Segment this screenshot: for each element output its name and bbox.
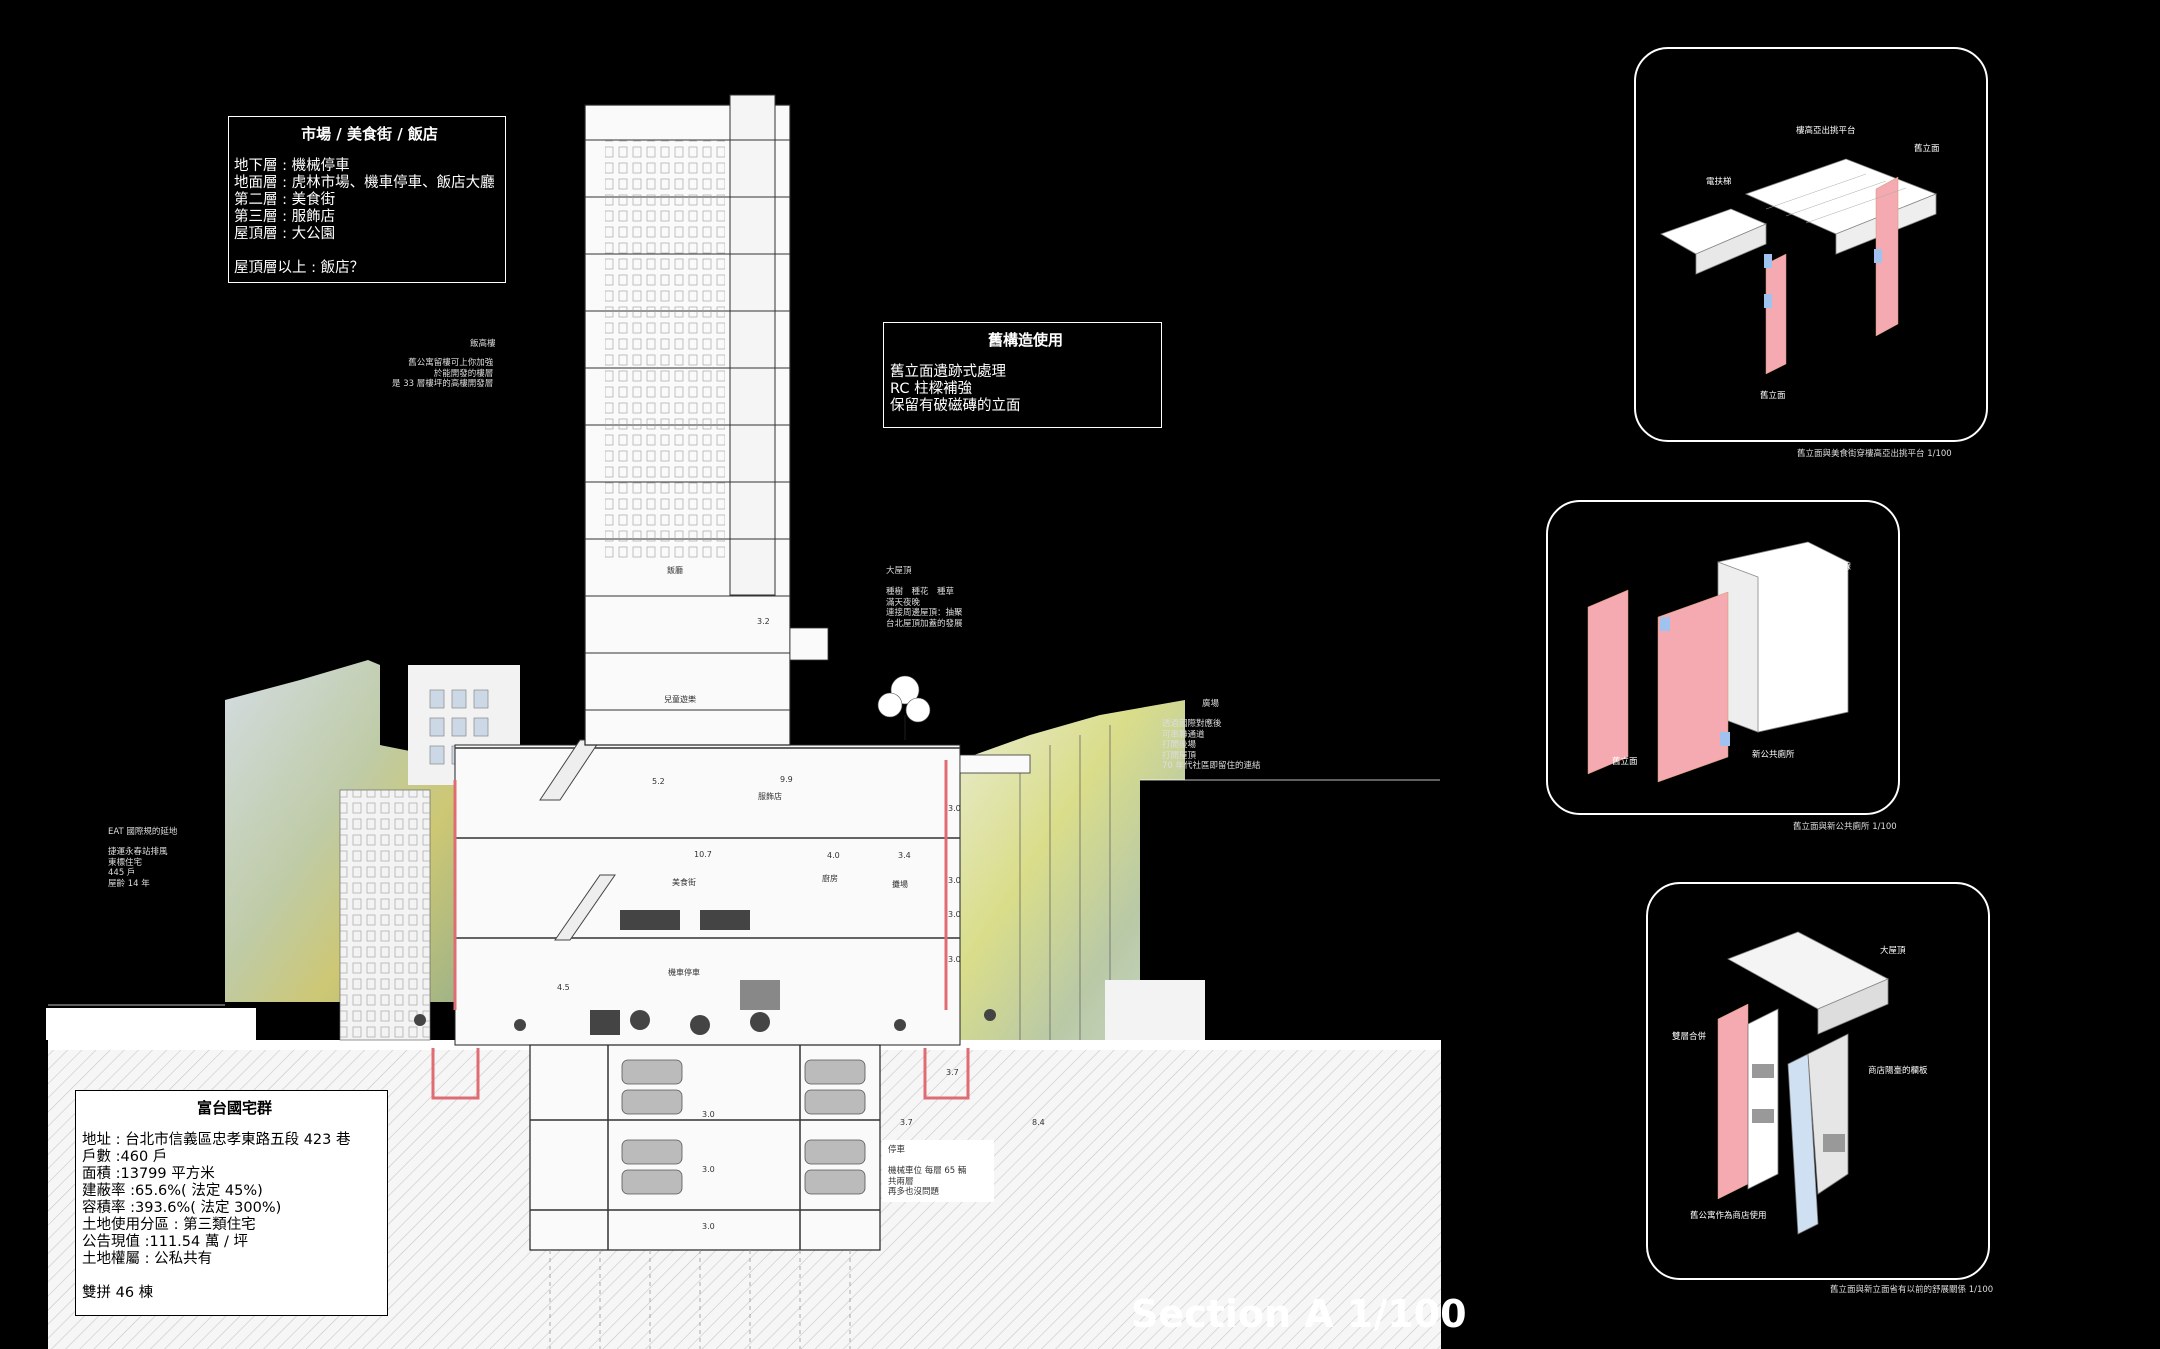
market-box-line: 屋頂層 : 大公園 [234,226,336,242]
label-hotel: 飯廳 [667,566,683,575]
site-box-line: 面積 :13799 平方米 [82,1166,215,1182]
axon-bot-label-3: 商店陽臺的欄板 [1868,1066,1928,1076]
label-food-court: 美食街 [672,878,696,887]
axon-top-caption: 舊立面與美食街穿樓高亞出挑平台 1/100 [1797,449,1952,459]
axon-mid-label-1: 商場垂直動線 [1800,562,1852,572]
dimension-label: 3.0 [948,955,961,964]
dimension-label: 3.0 [948,910,961,919]
note-roof-title: 大屋頂 [886,566,912,576]
axon-detail-top: 樓高亞出挑平台 電扶梯 舊立面 舊立面 [1634,47,1988,442]
axon-bot-label-2: 雙層合併 [1672,1032,1707,1042]
market-info-box: 市場 / 美食街 / 飯店 地下層 : 機械停車地面層 : 虎林市場、機車停車、… [228,116,506,283]
market-box-line: 第三層 : 服飾店 [234,209,336,225]
axon-detail-mid: 商場垂直動線 舊立面 新公共廁所 [1546,500,1900,815]
dimension-label: 5.2 [652,777,665,786]
axon-bot-caption: 舊立面與新立面省有以前的舒展關係 1/100 [1830,1285,1994,1295]
note-left-text: 捷運永春站排風 東標住宅 445 戶 屋齡 14 年 [108,847,168,889]
site-box-line: 土地權屬 : 公私共有 [82,1251,213,1267]
axon-top-label-3: 舊立面 [1914,144,1940,154]
dimension-label: 3.0 [702,1165,715,1174]
right-neighbour-photo [960,700,1185,1040]
dimension-label: 3.0 [702,1222,715,1231]
label-kitchen: 廚房 [822,874,838,883]
label-kids: 兒童遊樂 [664,695,696,704]
site-box-line: 戶數 :460 戶 [82,1149,168,1165]
note-right-title: 廣場 [1202,699,1220,709]
dimension-label: 4.5 [557,983,570,992]
label-scooter: 機車停車 [668,968,700,977]
market-box-line: 第二層 : 美食街 [234,192,336,208]
dimension-label: 3.7 [946,1068,959,1077]
dimension-label: 3.4 [898,851,911,860]
axon-top-label-1: 樓高亞出挑平台 [1796,126,1856,136]
dimension-label: 3.0 [948,876,961,885]
axon-mid-label-3: 新公共廁所 [1752,750,1795,760]
dimension-label: 10.7 [694,850,712,859]
site-box-lines: 地址 : 台北市信義區忠孝東路五段 423 巷戶數 :460 戶面積 :1379… [82,1132,387,1268]
market-box-footer: 屋頂層以上 : 飯店？ [234,260,365,276]
site-box-line: 地址 : 台北市信義區忠孝東路五段 423 巷 [82,1132,351,1148]
dimension-label: 8.4 [1032,1118,1045,1127]
axon-top-label-4: 舊立面 [1760,391,1786,401]
podium-block [454,744,961,1046]
axon-detail-bot: 大屋頂 雙層合併 商店陽臺的欄板 舊公寓作為商店使用 [1646,882,1990,1280]
note-parking-text: 機械車位 每層 65 輛 共兩層 再多也沒問題 [888,1166,967,1197]
market-box-heading: 市場 / 美食街 / 飯店 [301,125,438,143]
site-box-line: 土地使用分區 : 第三類住宅 [82,1217,256,1233]
axon-mid-label-2: 舊立面 [1612,757,1638,767]
structure-box-line: 保留有破磁磚的立面 [890,398,1021,414]
site-info-box: 富台國宅群 地址 : 台北市信義區忠孝東路五段 423 巷戶數 :460 戶面積… [75,1090,388,1316]
dimension-label: 9.9 [780,775,793,784]
label-market: 攤場 [892,880,908,889]
parking-note-card [882,1140,994,1202]
axon-top-drawing [1660,158,1938,375]
dimension-label: 4.0 [827,851,840,860]
structure-box-heading: 舊構造使用 [987,331,1063,349]
dimension-label: 3.2 [757,617,770,626]
axon-mid-drawing [1587,541,1849,783]
site-box-heading: 富台國宅群 [196,1099,272,1117]
dimension-label: 3.7 [900,1118,913,1127]
label-clothing: 服飾店 [758,792,782,801]
axon-mid-caption: 舊立面與新公共廁所 1/100 [1793,822,1897,832]
market-box-line: 地下層 : 機械停車 [234,158,350,174]
market-box-lines: 地下層 : 機械停車地面層 : 虎林市場、機車停車、飯店大廳第二層 : 美食街第… [234,158,505,243]
note-parking-title: 停車 [888,1145,906,1155]
axon-bot-label-4: 舊公寓作為商店使用 [1690,1211,1767,1221]
axon-bot-label-1: 大屋頂 [1880,946,1906,956]
market-box-line: 地面層 : 虎林市場、機車停車、飯店大廳 [234,175,495,191]
note-right-text: 透過國際對應後 可串聯通道 打開後場 打開屋頂 70 年代社區即留住的連結 [1162,719,1261,771]
note-left-title: EAT 國際規的延地 [108,827,178,837]
note-roof-text: 種樹 種花 種草 滿天夜晚 連接周邊屋頂：抽聚 台北屋頂加蓋的發展 [886,587,963,629]
axon-top-label-2: 電扶梯 [1706,177,1732,187]
site-box-footer: 雙拼 46 棟 [82,1285,154,1301]
axon-bot-drawing [1717,931,1889,1235]
site-box-line: 容積率 :393.6%( 法定 300%) [82,1200,282,1216]
site-box-line: 公告現值 :111.54 萬 / 坪 [82,1234,248,1250]
note-tower-text: 舊公寓留樓可上你加強 於能開發的樓層 是 33 層樓坪的高樓開發層 [392,358,494,389]
structure-box-line: RC 柱樑補強 [890,381,973,397]
dimension-label: 3.0 [948,804,961,813]
structure-box-line: 舊立面遺跡式處理 [890,364,1006,380]
section-title: Section A 1/100 [1131,1292,1467,1336]
dimension-label: 3.0 [702,1110,715,1119]
site-box-line: 建蔽率 :65.6%( 法定 45%) [82,1183,263,1199]
note-tower-title: 飯高樓 [470,339,496,349]
